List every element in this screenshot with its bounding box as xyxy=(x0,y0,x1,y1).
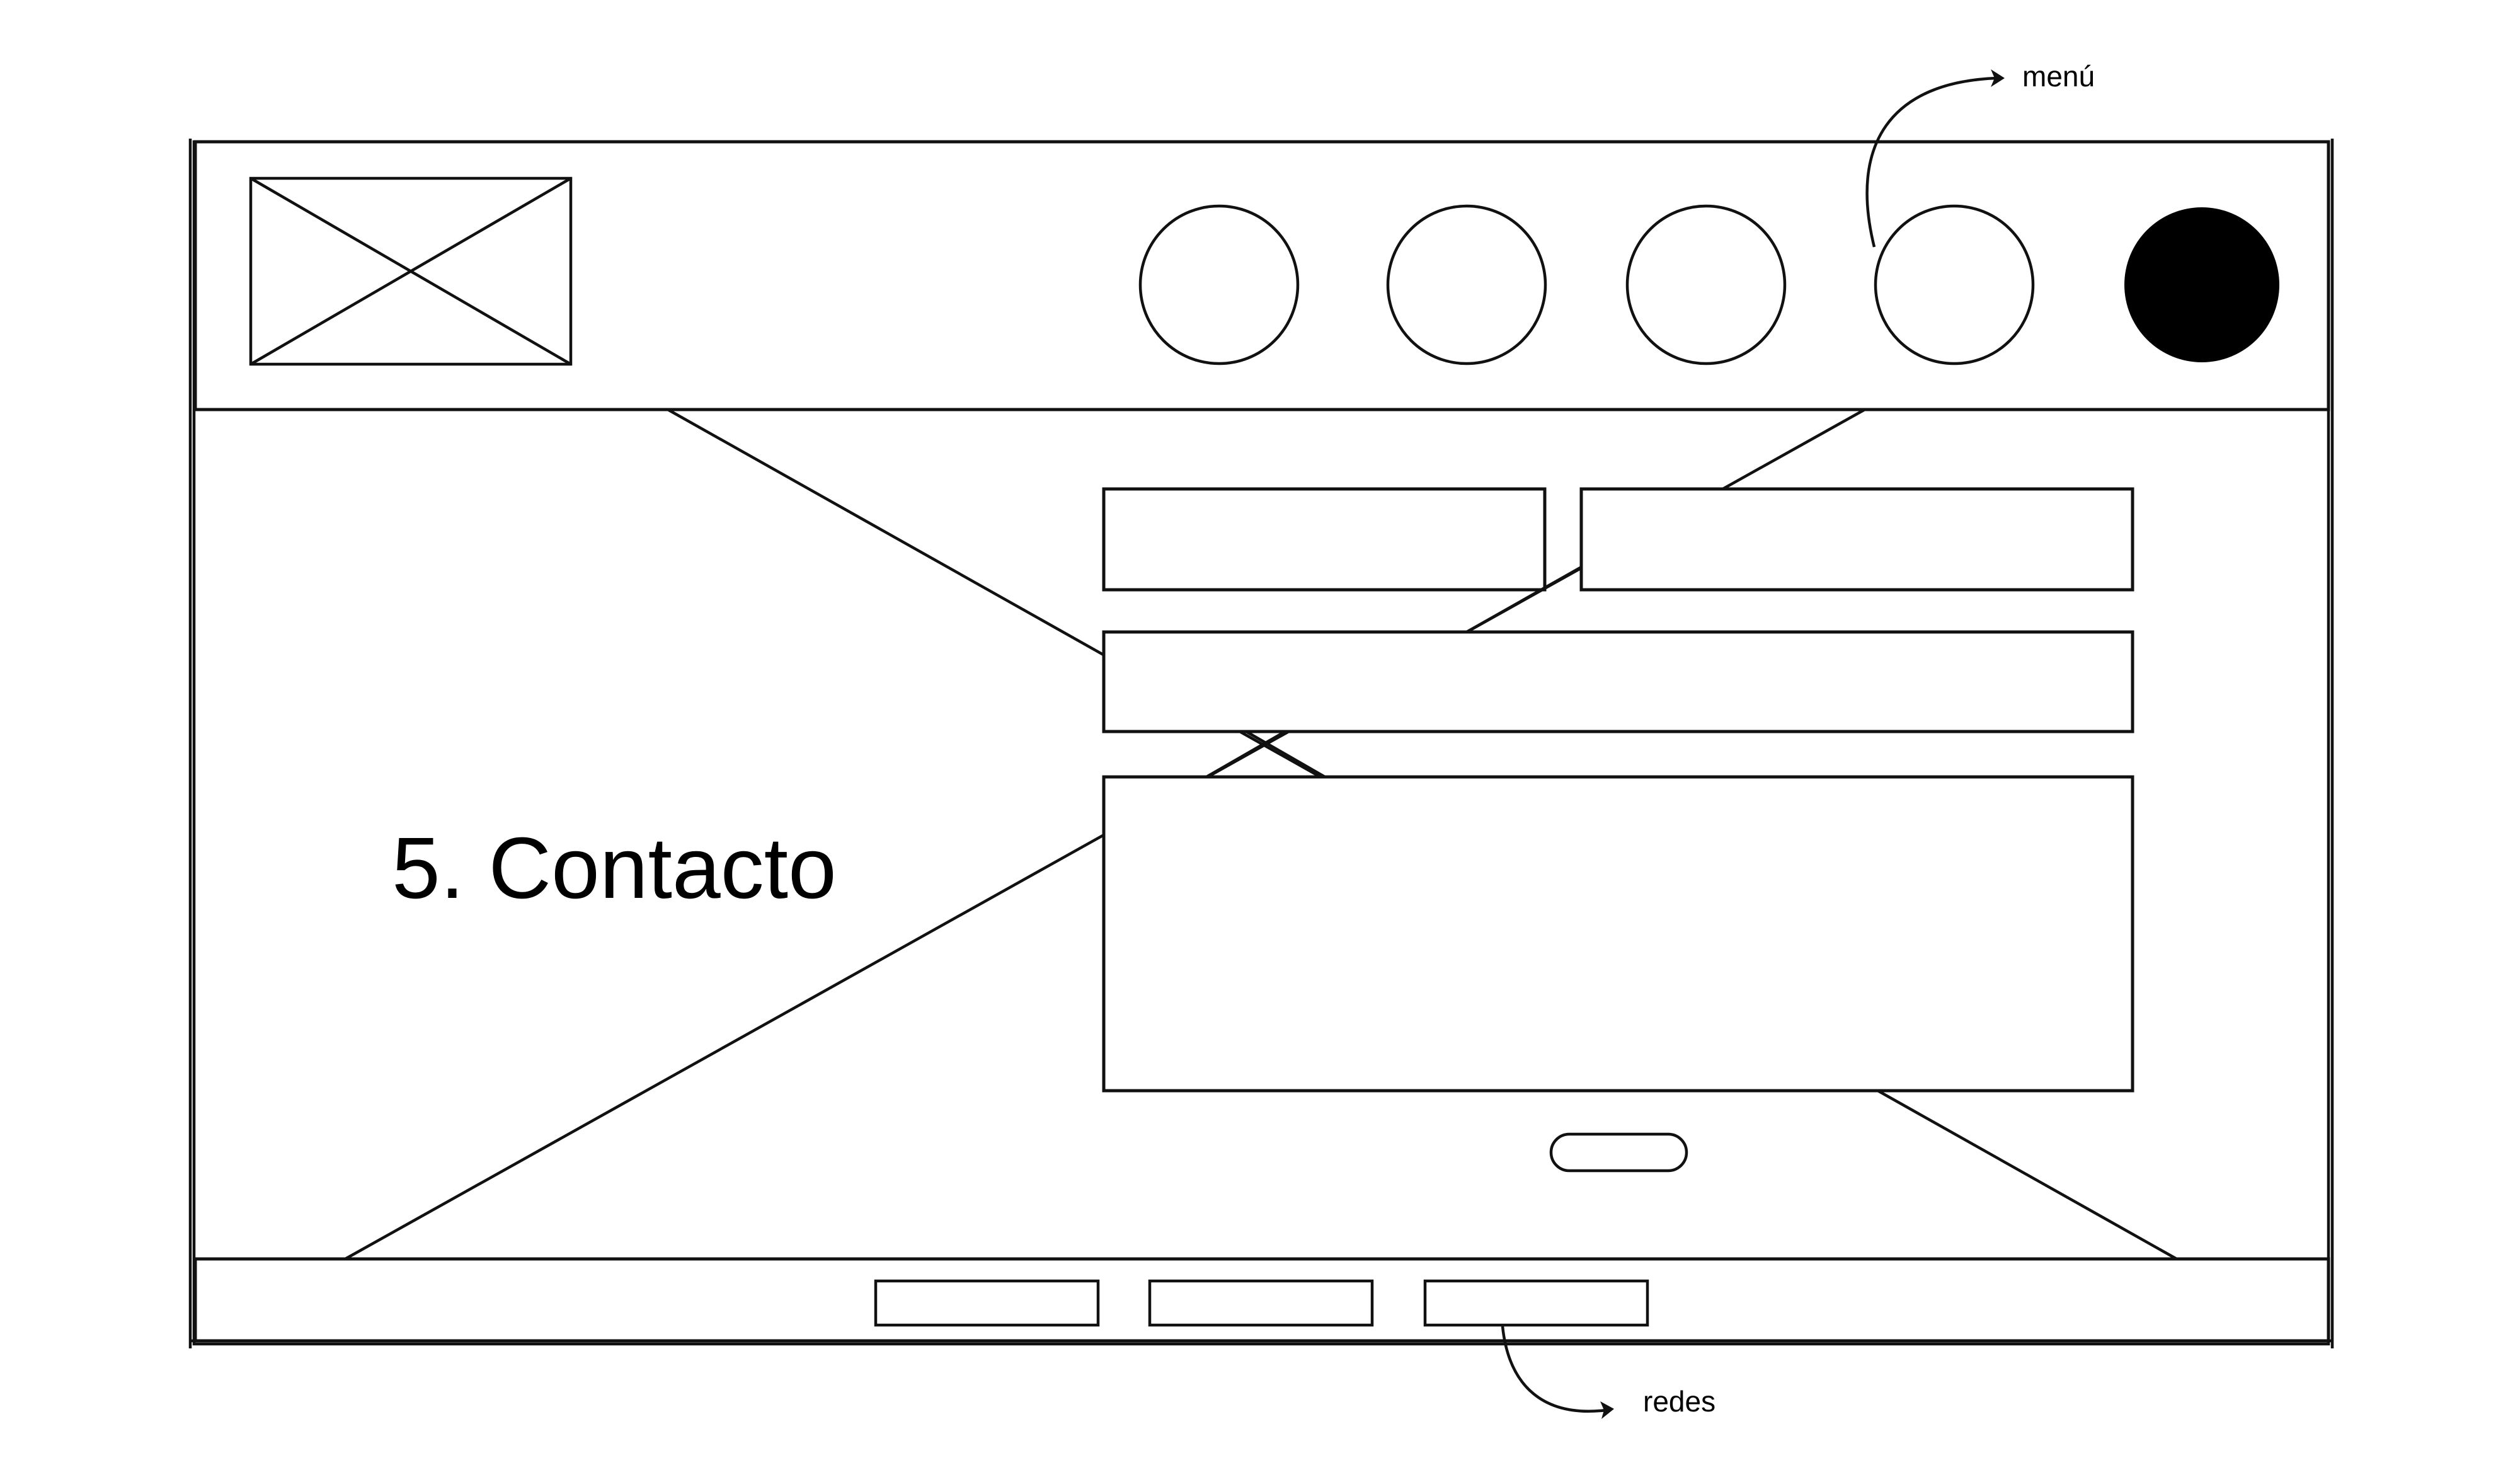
menu-annotation-arrow xyxy=(1865,69,2005,248)
section-title: 5. Contacto xyxy=(392,820,837,917)
footer-bar xyxy=(193,1257,2330,1343)
nav-item-4[interactable] xyxy=(1874,204,2035,365)
header-bar xyxy=(193,140,2330,411)
nav-item-2[interactable] xyxy=(1386,204,1547,365)
nav-item-3[interactable] xyxy=(1625,204,1787,365)
footer-social-link-1[interactable] xyxy=(874,1279,1100,1327)
menu-annotation-label: menú xyxy=(2022,60,2095,93)
logo-image-placeholder-icon[interactable] xyxy=(249,176,573,366)
footer-social-link-3[interactable] xyxy=(1423,1279,1649,1327)
footer-social-link-2[interactable] xyxy=(1148,1279,1374,1327)
form-field-wide[interactable] xyxy=(1102,630,2134,733)
submit-pill-button[interactable] xyxy=(1549,1132,1688,1173)
nav-item-active-filled-circle[interactable] xyxy=(2124,207,2279,362)
form-field-short-1[interactable] xyxy=(1102,487,1547,592)
social-annotation-label: redes xyxy=(1643,1385,1715,1418)
social-annotation-arrow xyxy=(1501,1326,1614,1419)
form-textarea[interactable] xyxy=(1102,775,2134,1093)
form-field-short-2[interactable] xyxy=(1579,487,2134,592)
nav-item-1[interactable] xyxy=(1138,204,1300,365)
